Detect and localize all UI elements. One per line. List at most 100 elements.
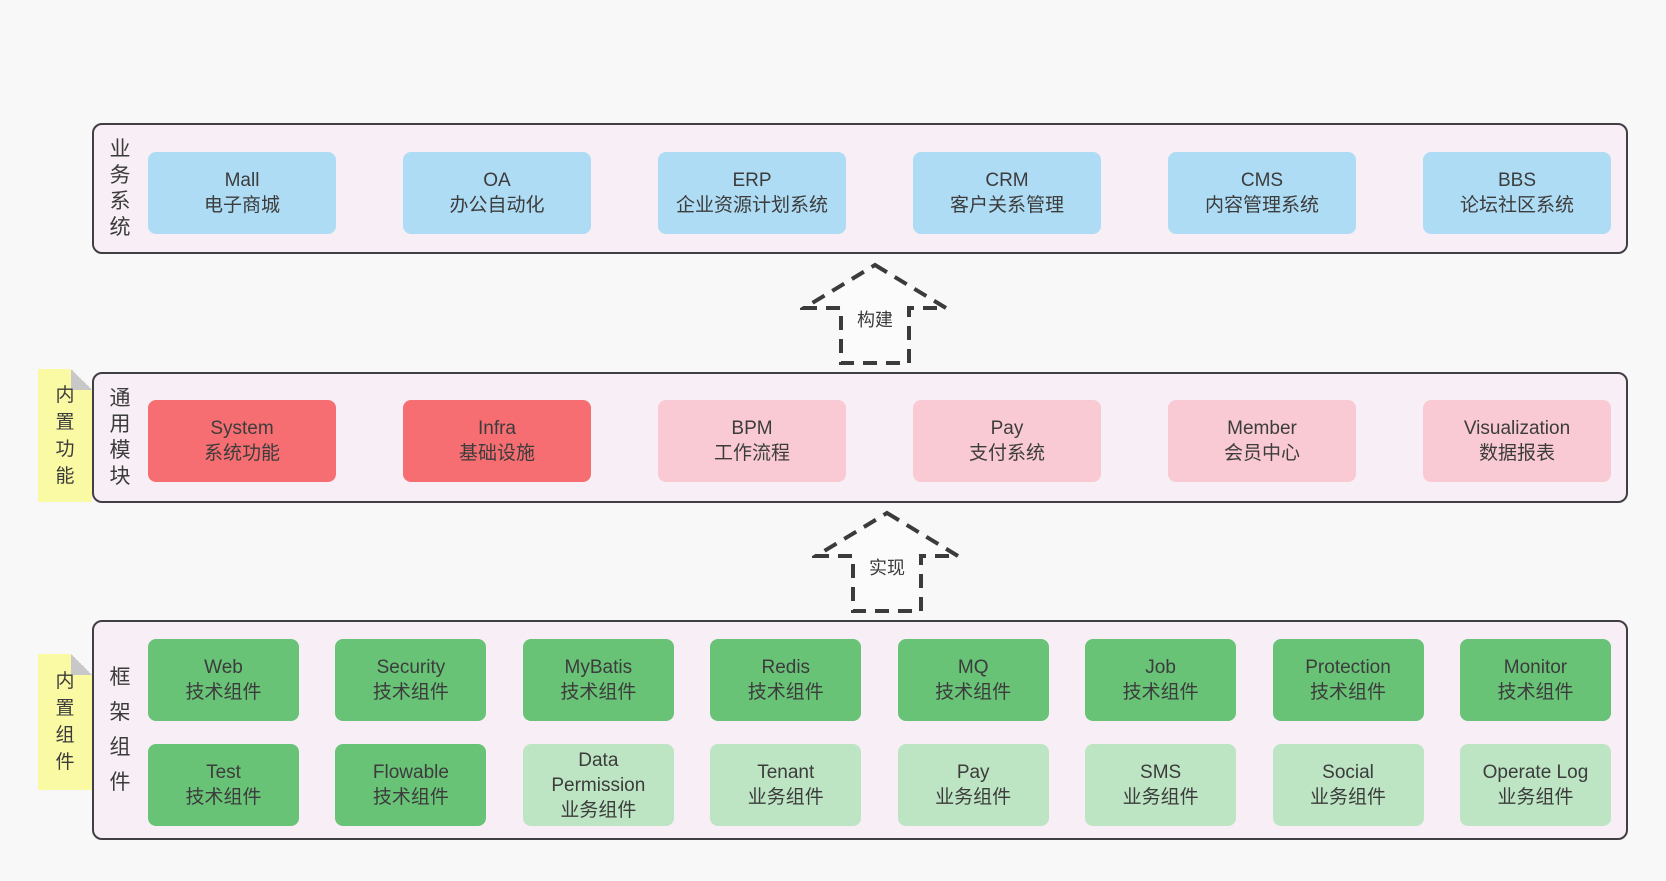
box-subtitle: 客户关系管理 <box>949 195 1064 216</box>
box-title: BPM <box>731 418 773 439</box>
box-security: Security 技术组件 <box>335 639 487 721</box>
components-box-row-1: Web 技术组件 Security 技术组件 MyBatis 技术组件 Redi… <box>148 639 1611 721</box>
box-subtitle: 系统功能 <box>203 443 280 464</box>
box-title: Visualization <box>1463 418 1571 439</box>
box-data-permission: Data Permission 业务组件 <box>522 744 674 826</box>
box-title: Flowable <box>372 762 449 783</box>
box-title: SMS <box>1140 762 1182 783</box>
box-title: System <box>210 418 274 439</box>
box-subtitle: 技术组件 <box>1497 682 1574 703</box>
box-subtitle: 企业资源计划系统 <box>675 195 828 216</box>
box-title: Web <box>204 657 243 678</box>
note-fold-corner-icon <box>71 369 92 390</box>
note-text: 内置组件 <box>55 671 75 773</box>
box-bbs: BBS 论坛社区系统 <box>1423 152 1611 234</box>
note-fold-corner-icon <box>71 654 92 675</box>
box-redis: Redis 技术组件 <box>710 639 862 721</box>
box-subtitle: 工作流程 <box>713 443 790 464</box>
arrow-implement: 实现 <box>808 509 966 615</box>
box-web: Web 技术组件 <box>148 639 299 721</box>
box-monitor: Monitor 技术组件 <box>1459 639 1611 721</box>
box-title: Member <box>1227 418 1297 439</box>
box-sms: SMS 业务组件 <box>1085 744 1237 826</box>
box-title: Mall <box>224 170 260 191</box>
box-title: Operate Log <box>1482 762 1589 783</box>
box-flowable: Flowable 技术组件 <box>335 744 487 826</box>
box-system: System 系统功能 <box>148 400 336 482</box>
modules-box-row: System 系统功能 Infra 基础设施 BPM 工作流程 Pay 支付系统… <box>148 400 1611 482</box>
box-subtitle: 业务组件 <box>560 799 637 821</box>
box-job: Job 技术组件 <box>1085 639 1237 721</box>
box-crm: CRM 客户关系管理 <box>913 152 1101 234</box>
box-subtitle: 办公自动化 <box>449 195 545 216</box>
box-subtitle: 业务组件 <box>1122 787 1199 808</box>
box-title: MQ <box>957 657 989 678</box>
box-title: Redis <box>761 657 811 678</box>
box-pay-component: Pay 业务组件 <box>897 744 1049 826</box>
arrow-build: 构建 <box>796 261 954 367</box>
box-subtitle: 技术组件 <box>185 682 262 703</box>
box-mq: MQ 技术组件 <box>897 639 1049 721</box>
box-subtitle: 技术组件 <box>372 787 449 808</box>
box-infra: Infra 基础设施 <box>403 400 591 482</box>
box-subtitle: 业务组件 <box>747 787 824 808</box>
box-subtitle: 技术组件 <box>185 787 262 808</box>
box-subtitle: 内容管理系统 <box>1204 195 1319 216</box>
box-title: ERP <box>732 170 772 191</box>
box-mall: Mall 电子商城 <box>148 152 336 234</box>
arrow-build-label: 构建 <box>854 306 896 332</box>
box-title: MyBatis <box>564 657 633 678</box>
box-title: BBS <box>1497 170 1537 191</box>
box-pay-module: Pay 支付系统 <box>913 400 1101 482</box>
layer-framework-components: 框架组件 Web 技术组件 Security 技术组件 MyBatis 技术组件… <box>92 620 1628 840</box>
box-title: Pay <box>956 762 990 783</box>
box-title: CMS <box>1240 170 1284 191</box>
box-subtitle: 会员中心 <box>1223 443 1300 464</box>
box-subtitle: 业务组件 <box>935 787 1012 808</box>
note-built-in-components: 内置组件 <box>38 654 92 790</box>
box-tenant: Tenant 业务组件 <box>710 744 862 826</box>
box-social: Social 业务组件 <box>1272 744 1424 826</box>
box-erp: ERP 企业资源计划系统 <box>658 152 846 234</box>
box-title: Test <box>206 762 241 783</box>
box-subtitle: 业务组件 <box>1310 787 1387 808</box>
box-subtitle: 技术组件 <box>935 682 1012 703</box>
box-title: Monitor <box>1503 657 1568 678</box>
box-title: OA <box>483 170 511 191</box>
box-oa: OA 办公自动化 <box>403 152 591 234</box>
box-title: Social <box>1322 762 1374 783</box>
box-title: Job <box>1145 657 1176 678</box>
layer-business-systems: 业务系统 Mall 电子商城 OA 办公自动化 ERP 企业资源计划系统 CRM… <box>92 123 1628 254</box>
layer-modules-title: 通用模块 <box>109 386 131 488</box>
box-title: Infra <box>477 418 517 439</box>
box-subtitle: 技术组件 <box>372 682 449 703</box>
note-text: 内置功能 <box>55 384 75 487</box>
box-title: Tenant <box>757 762 815 783</box>
box-subtitle: 电子商城 <box>203 195 280 216</box>
box-subtitle: 技术组件 <box>1122 682 1199 703</box>
arrow-implement-label: 实现 <box>866 554 908 580</box>
note-built-in-features: 内置功能 <box>38 369 92 502</box>
layer-business-title: 业务系统 <box>109 137 131 239</box>
layer-common-modules: 通用模块 System 系统功能 Infra 基础设施 BPM 工作流程 Pay… <box>92 372 1628 503</box>
box-title: Protection <box>1305 657 1391 678</box>
box-member: Member 会员中心 <box>1168 400 1356 482</box>
box-subtitle: 技术组件 <box>747 682 824 703</box>
box-mybatis: MyBatis 技术组件 <box>522 639 674 721</box>
box-subtitle: 支付系统 <box>968 443 1045 464</box>
box-subtitle: 技术组件 <box>1310 682 1387 703</box>
box-test: Test 技术组件 <box>148 744 299 826</box>
box-title: CRM <box>985 170 1029 191</box>
business-box-row: Mall 电子商城 OA 办公自动化 ERP 企业资源计划系统 CRM 客户关系… <box>148 152 1611 234</box>
box-bpm: BPM 工作流程 <box>658 400 846 482</box>
box-title: Security <box>376 657 446 678</box>
box-operate-log: Operate Log 业务组件 <box>1459 744 1611 826</box>
components-box-row-2: Test 技术组件 Flowable 技术组件 Data Permission … <box>148 744 1611 826</box>
box-title: Data Permission <box>551 749 646 796</box>
box-subtitle: 基础设施 <box>458 443 535 464</box>
box-visualization: Visualization 数据报表 <box>1423 400 1611 482</box>
box-title: Pay <box>990 418 1024 439</box>
box-subtitle: 论坛社区系统 <box>1459 195 1574 216</box>
box-cms: CMS 内容管理系统 <box>1168 152 1356 234</box>
box-subtitle: 技术组件 <box>560 682 637 703</box>
